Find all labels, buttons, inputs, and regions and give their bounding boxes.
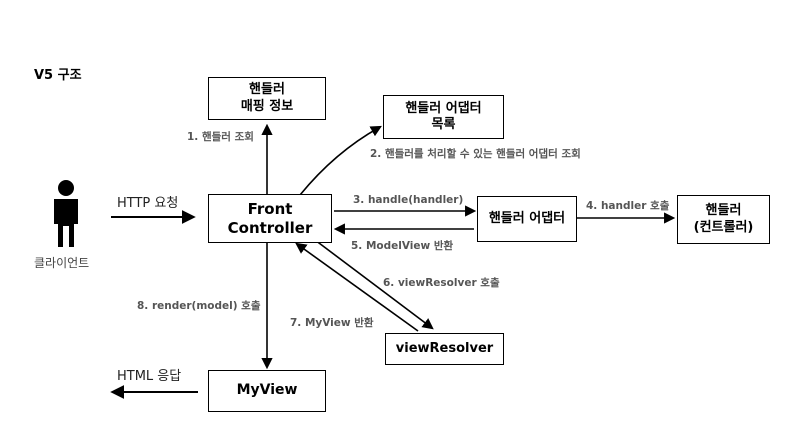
myview-box: MyView <box>208 370 326 412</box>
client-person-icon <box>54 180 78 247</box>
step4-label: 4. handler 호출 <box>586 200 670 212</box>
handler-adapter-box: 핸들러 어댑터 <box>477 196 577 242</box>
handler-mapping-line1: 핸들러 <box>249 82 285 98</box>
page-title: V5 구조 <box>34 68 82 83</box>
handler-adapter-list-box: 핸들러 어댑터 목록 <box>383 95 504 139</box>
handler-mapping-box: 핸들러 매핑 정보 <box>208 77 326 120</box>
step2-label: 2. 핸들러를 처리할 수 있는 핸들러 어댑터 조회 <box>370 148 581 160</box>
myview-line1: MyView <box>236 382 298 399</box>
html-response-label: HTML 응답 <box>117 369 182 384</box>
handler-line2: (컨트롤러) <box>693 219 754 235</box>
client-label: 클라이언트 <box>34 256 90 270</box>
front-controller-line2: Controller <box>227 218 313 237</box>
step8-label: 8. render(model) 호출 <box>137 300 261 312</box>
handler-line1: 핸들러 <box>705 203 742 219</box>
front-controller-line1: Front <box>247 199 293 218</box>
step6-arrow <box>314 239 434 330</box>
view-resolver-box: viewResolver <box>385 333 504 365</box>
step7-label: 7. MyView 반환 <box>290 317 374 329</box>
step7-arrow <box>295 242 419 332</box>
handler-adapter-list-line2: 목록 <box>431 117 456 132</box>
step5-label: 5. ModelView 반환 <box>351 240 454 252</box>
http-request-label: HTTP 요청 <box>117 196 179 211</box>
step6-label: 6. viewResolver 호출 <box>383 277 500 289</box>
step1-label: 1. 핸들러 조회 <box>187 131 254 143</box>
front-controller-box: Front Controller <box>208 194 332 243</box>
step3-label: 3. handle(handler) <box>353 194 464 206</box>
handler-mapping-line2: 매핑 정보 <box>240 98 294 114</box>
handler-box: 핸들러 (컨트롤러) <box>677 195 770 244</box>
handler-adapter-list-line1: 핸들러 어댑터 <box>405 100 482 116</box>
handler-adapter-line1: 핸들러 어댑터 <box>488 210 566 226</box>
step2-arrow <box>299 125 382 196</box>
view-resolver-line1: viewResolver <box>395 340 494 356</box>
